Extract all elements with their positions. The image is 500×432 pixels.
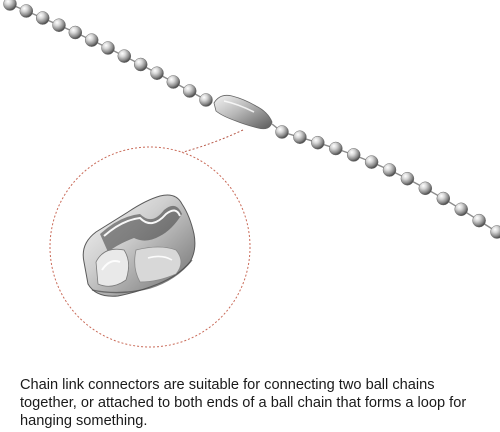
chain-bead — [436, 191, 451, 206]
chain-bead — [35, 11, 50, 25]
chain-bead — [311, 135, 325, 150]
chain-bead — [275, 125, 289, 139]
chain-bead — [117, 49, 132, 63]
chain-bead — [3, 0, 17, 11]
product-caption: Chain link connectors are suitable for c… — [20, 377, 467, 429]
chain-bead — [150, 66, 164, 80]
connector-closeup — [82, 194, 196, 297]
chain-bead — [418, 181, 433, 196]
chain-bead — [84, 33, 99, 47]
chain-bead — [52, 18, 66, 32]
chain-bead — [400, 171, 415, 186]
chain-bead — [454, 202, 468, 217]
ball-chain-left — [3, 0, 213, 107]
chain-bead — [329, 141, 343, 156]
ball-chain-right — [271, 123, 500, 239]
chain-bead — [346, 148, 361, 162]
chain-connector-small — [213, 94, 273, 130]
chain-bead — [472, 213, 486, 228]
chain-bead — [199, 93, 213, 107]
chain-bead — [490, 225, 500, 239]
chain-bead — [293, 130, 307, 144]
chain-bead — [382, 163, 397, 177]
chain-bead — [101, 41, 115, 55]
chain-bead — [182, 84, 197, 98]
chain-bead — [166, 75, 181, 89]
chain-bead — [68, 25, 83, 40]
chain-bead — [19, 4, 34, 18]
chain-bead — [364, 155, 379, 169]
chain-bead — [133, 57, 148, 72]
